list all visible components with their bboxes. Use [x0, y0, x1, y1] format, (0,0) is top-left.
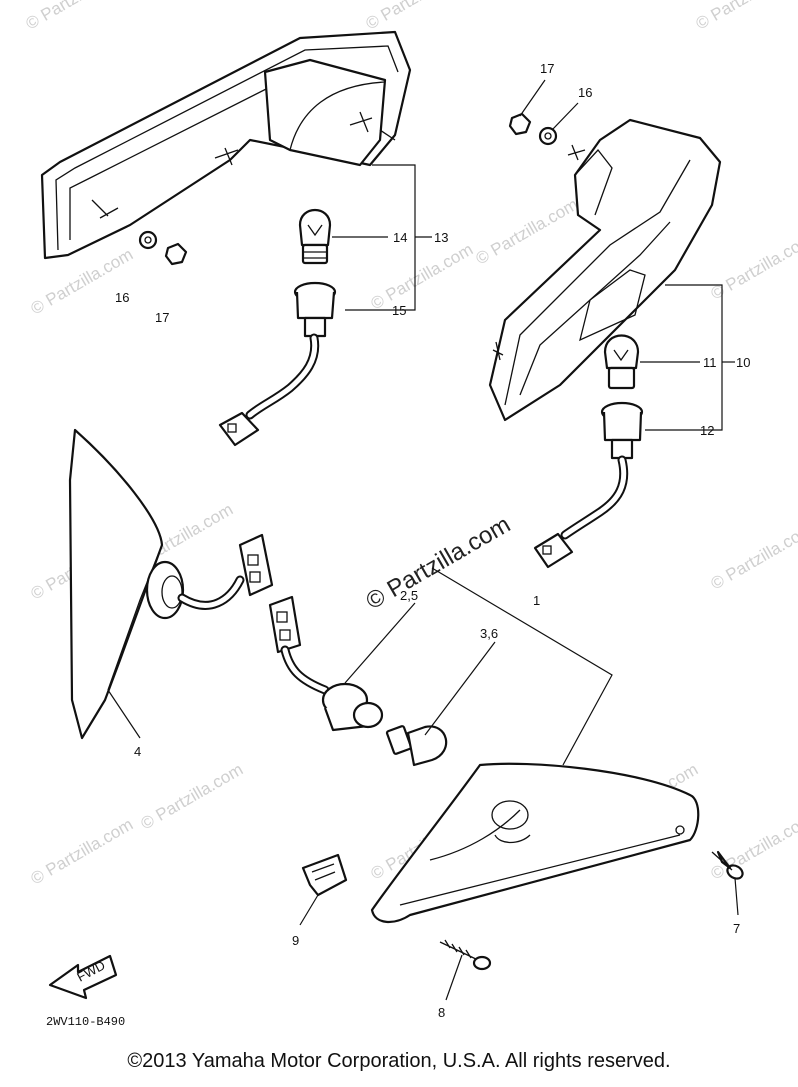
- turn-signal-assembly-left-upper[interactable]: [40, 30, 412, 260]
- forward-arrow-icon: FWD: [48, 954, 118, 1000]
- wire-center: [280, 645, 330, 695]
- cowl-signal-lens-4[interactable]: [68, 428, 185, 740]
- label-4: 4: [134, 744, 141, 759]
- clip-9[interactable]: [301, 853, 348, 897]
- label-13: 13: [434, 230, 448, 245]
- label-16-right: 16: [578, 85, 592, 100]
- turn-signal-assembly-right-upper[interactable]: [488, 118, 722, 422]
- watermark: © Partzilla.com: [708, 520, 798, 594]
- connector-center[interactable]: [268, 595, 302, 654]
- label-2-5: 2,5: [400, 588, 418, 603]
- bulb-14[interactable]: [298, 209, 332, 265]
- bulb-11[interactable]: [603, 334, 640, 390]
- label-11: 11: [703, 355, 717, 370]
- watermark: © Partzilla.com: [693, 0, 798, 33]
- watermark: © Partzilla.com: [28, 815, 137, 889]
- socket-15[interactable]: [293, 281, 337, 338]
- screw-8[interactable]: [439, 939, 492, 971]
- watermark: © Partzilla.com: [28, 245, 137, 319]
- label-1: 1: [533, 593, 540, 608]
- label-14: 14: [393, 230, 407, 245]
- bulb-3-6[interactable]: [385, 725, 448, 767]
- leader-8: [445, 954, 463, 1001]
- connector-lower-left[interactable]: [238, 533, 274, 597]
- connector-right-upper[interactable]: [533, 532, 574, 569]
- screw-7[interactable]: [711, 850, 745, 881]
- label-15: 15: [392, 303, 406, 318]
- nut-17-left[interactable]: [164, 242, 188, 266]
- copyright-notice: ©2013 Yamaha Motor Corporation, U.S.A. A…: [127, 1050, 671, 1072]
- socket-2-5[interactable]: [321, 682, 384, 732]
- leader-7: [734, 877, 739, 916]
- diagram-code: 2WV110-B490: [46, 1015, 125, 1029]
- watermark: © Partzilla.com: [363, 0, 472, 33]
- label-12: 12: [700, 423, 714, 438]
- leader-4: [107, 689, 141, 739]
- watermark-center: © Partzilla.com: [362, 511, 516, 615]
- watermark: © Partzilla.com: [23, 0, 132, 33]
- socket-12[interactable]: [600, 401, 644, 460]
- washer-16-right[interactable]: [538, 126, 558, 146]
- label-9: 9: [292, 933, 299, 948]
- watermark: © Partzilla.com: [368, 240, 477, 314]
- turn-signal-lens-1[interactable]: [370, 762, 700, 923]
- watermark: © Partzilla.com: [708, 810, 798, 884]
- wire-lower-left: [177, 575, 245, 610]
- watermark: © Partzilla.com: [473, 195, 582, 269]
- label-3-6: 3,6: [480, 626, 498, 641]
- label-16-left: 16: [115, 290, 129, 305]
- watermark: © Partzilla.com: [708, 230, 798, 304]
- wire-left-upper: [245, 333, 320, 420]
- watermark: © Partzilla.com: [138, 760, 247, 834]
- connector-left-upper[interactable]: [218, 411, 260, 447]
- leaders-1-2-3: [344, 567, 613, 766]
- leaders-10-12: [640, 284, 735, 431]
- label-17-left: 17: [155, 310, 169, 325]
- label-7: 7: [733, 921, 740, 936]
- label-17-right: 17: [540, 61, 554, 76]
- leader-9: [299, 894, 319, 926]
- leader-17-right: [519, 79, 546, 117]
- leaders-13-15: [332, 164, 432, 311]
- label-10: 10: [736, 355, 750, 370]
- wire-right-upper: [560, 455, 629, 540]
- leader-16-right: [551, 102, 579, 131]
- label-8: 8: [438, 1005, 445, 1020]
- nut-17-right[interactable]: [508, 112, 532, 136]
- washer-16-left[interactable]: [138, 230, 158, 250]
